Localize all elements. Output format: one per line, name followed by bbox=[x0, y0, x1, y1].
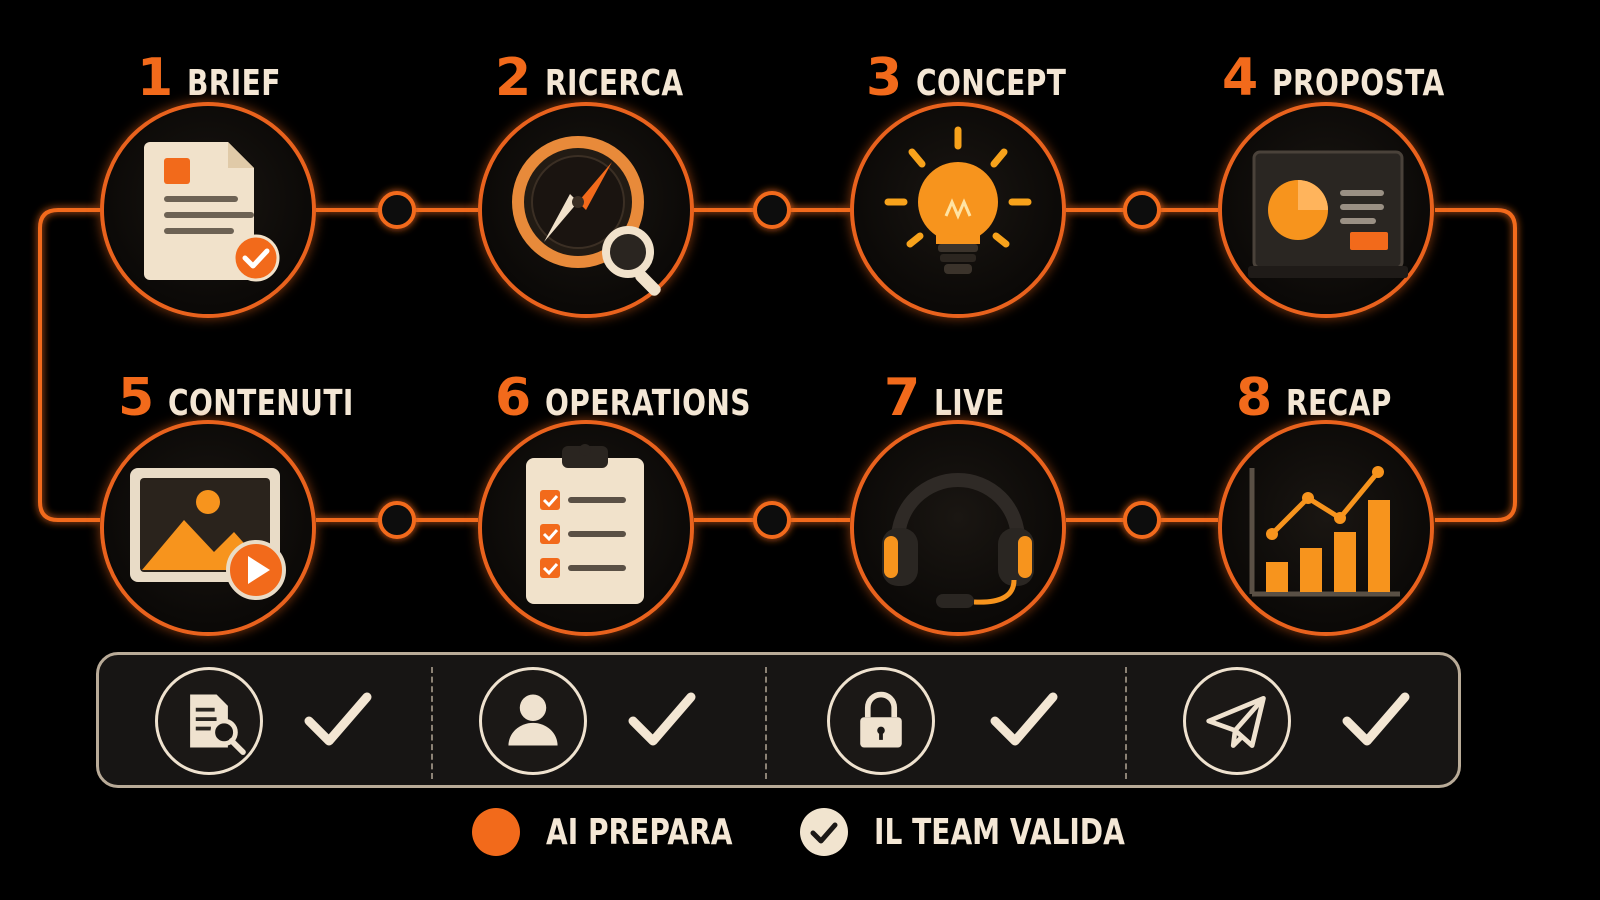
step-name: OPERATIONS bbox=[545, 383, 752, 424]
step-number: 6 bbox=[495, 368, 532, 428]
step-number: 5 bbox=[118, 368, 155, 428]
step-5-node[interactable] bbox=[100, 420, 316, 636]
step-6-node[interactable] bbox=[478, 420, 694, 636]
step-3-node[interactable] bbox=[850, 102, 1066, 318]
step-6-label: 6 OPERATIONS bbox=[495, 372, 809, 424]
headset-icon bbox=[882, 473, 1034, 608]
clipboard-checklist-icon bbox=[526, 444, 644, 604]
divider bbox=[1125, 667, 1127, 779]
validation-gates-bar bbox=[96, 652, 1461, 788]
step-2-node[interactable] bbox=[478, 102, 694, 318]
step-number: 2 bbox=[495, 48, 532, 108]
step-4-label: 4 PROPOSTA bbox=[1222, 52, 1493, 104]
step-8-node[interactable] bbox=[1218, 420, 1434, 636]
checkmark-icon bbox=[1339, 683, 1411, 755]
connector-node bbox=[378, 191, 416, 229]
step-4-node[interactable] bbox=[1218, 102, 1434, 318]
step-2-label: 2 RICERCA bbox=[495, 52, 723, 104]
step-8-label: 8 RECAP bbox=[1236, 372, 1422, 424]
check-circle-icon bbox=[800, 808, 848, 856]
checkmark-icon bbox=[625, 683, 697, 755]
image-play-icon bbox=[130, 468, 286, 600]
connector-node bbox=[1123, 501, 1161, 539]
document-check-icon bbox=[144, 142, 280, 282]
compass-search-icon bbox=[512, 136, 661, 296]
step-name: BRIEF bbox=[187, 63, 281, 104]
step-name: LIVE bbox=[934, 383, 1006, 424]
lightbulb-icon bbox=[884, 126, 1032, 274]
growth-chart-icon bbox=[1249, 466, 1400, 597]
checkmark-icon bbox=[301, 683, 373, 755]
connector-node bbox=[1123, 191, 1161, 229]
legend-ai: AI PREPARA bbox=[472, 808, 785, 856]
user-icon[interactable] bbox=[479, 667, 587, 775]
step-number: 8 bbox=[1236, 368, 1273, 428]
step-3-label: 3 CONCEPT bbox=[866, 52, 1109, 104]
checkmark-icon bbox=[987, 683, 1059, 755]
step-number: 1 bbox=[137, 48, 174, 108]
step-name: RICERCA bbox=[545, 63, 684, 104]
document-search-icon[interactable] bbox=[155, 667, 263, 775]
legend-team: IL TEAM VALIDA bbox=[800, 808, 1196, 856]
connector-node bbox=[753, 191, 791, 229]
connector-node bbox=[753, 501, 791, 539]
step-number: 4 bbox=[1222, 48, 1259, 108]
orange-dot-icon bbox=[472, 808, 520, 856]
step-7-node[interactable] bbox=[850, 420, 1066, 636]
step-number: 7 bbox=[884, 368, 921, 428]
step-1-label: 1 BRIEF bbox=[137, 52, 307, 104]
connector-node bbox=[378, 501, 416, 539]
step-name: CONCEPT bbox=[916, 63, 1067, 104]
step-7-label: 7 LIVE bbox=[884, 372, 1025, 424]
step-number: 3 bbox=[866, 48, 903, 108]
legend-label: AI PREPARA bbox=[546, 811, 733, 853]
step-name: CONTENUTI bbox=[168, 383, 354, 424]
step-1-node[interactable] bbox=[100, 102, 316, 318]
step-name: RECAP bbox=[1286, 383, 1392, 424]
divider bbox=[765, 667, 767, 779]
divider bbox=[431, 667, 433, 779]
lock-icon[interactable] bbox=[827, 667, 935, 775]
legend-label: IL TEAM VALIDA bbox=[874, 811, 1125, 853]
step-name: PROPOSTA bbox=[1272, 63, 1445, 104]
step-5-label: 5 CONTENUTI bbox=[118, 372, 406, 424]
presentation-chart-icon bbox=[1248, 150, 1408, 278]
paper-plane-icon[interactable] bbox=[1183, 667, 1291, 775]
